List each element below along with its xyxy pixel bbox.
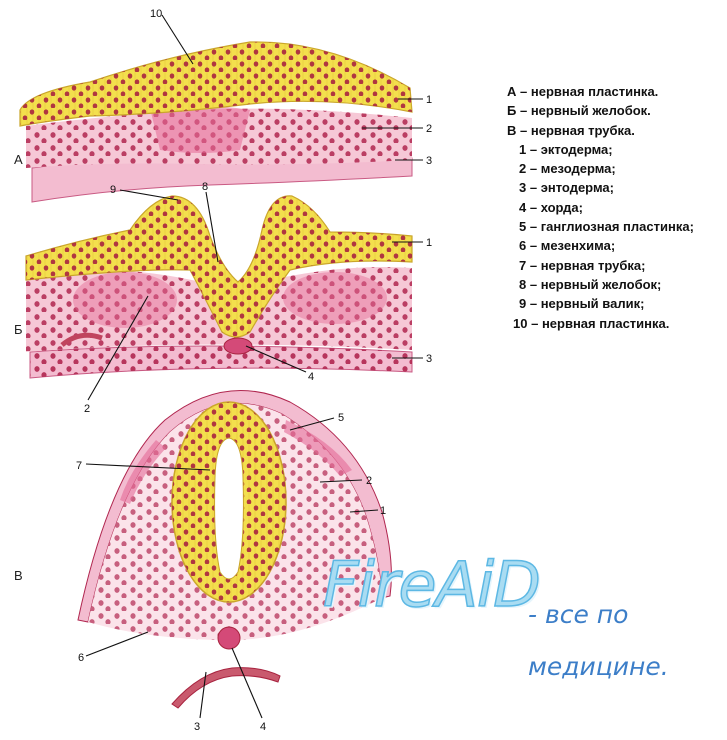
endoderm-layer-b-dots	[30, 346, 412, 378]
label-c-1: 1	[380, 505, 386, 517]
legend-row: Б – нервный желобок.	[507, 101, 694, 120]
neural-canal-c	[215, 438, 244, 579]
label-c-2: 2	[366, 475, 372, 487]
label-c-4: 4	[260, 721, 266, 733]
legend-row: 4 – хорда;	[507, 198, 694, 217]
legend-row: 3 – энтодерма;	[507, 178, 694, 197]
legend-row: 1 – эктодерма;	[507, 140, 694, 159]
section-b-neural-groove	[26, 196, 412, 378]
label-b-3: 3	[426, 353, 432, 365]
watermark-logo: FireAiD	[323, 548, 540, 621]
label-c-7: 7	[76, 460, 82, 472]
legend-row: А – нервная пластинка.	[507, 82, 694, 101]
notochord-c	[218, 627, 240, 649]
section-a-neural-plate	[20, 42, 412, 202]
label-a-10: 10	[150, 8, 162, 20]
label-b-8: 8	[202, 181, 208, 193]
section-label-a: А	[14, 152, 23, 167]
somite-left	[73, 272, 177, 328]
watermark-line1: - все по	[528, 600, 628, 629]
label-c-5: 5	[338, 412, 344, 424]
endoderm-layer-c	[172, 668, 280, 708]
watermark-line2: медицине.	[528, 652, 669, 681]
label-a-2: 2	[426, 123, 432, 135]
legend-row: 2 – мезодерма;	[507, 159, 694, 178]
label-c-6: 6	[78, 652, 84, 664]
label-b-9: 9	[110, 184, 116, 196]
legend-row: 10 – нервная пластинка.	[507, 314, 694, 333]
label-a-3: 3	[426, 155, 432, 167]
label-b-4: 4	[308, 371, 314, 383]
label-a-1: 1	[426, 94, 432, 106]
legend-row: В – нервная трубка.	[507, 121, 694, 140]
legend-row: 8 – нервный желобок;	[507, 275, 694, 294]
label-b-2: 2	[84, 403, 90, 415]
endoderm-layer-a	[32, 158, 412, 202]
label-c-3: 3	[194, 721, 200, 733]
somite-right	[283, 272, 387, 324]
section-label-b: Б	[14, 322, 23, 337]
legend-row: 5 – ганглиозная пластинка;	[507, 217, 694, 236]
legend-row: 6 – мезенхима;	[507, 236, 694, 255]
notochord-b	[224, 338, 252, 354]
legend-row: 7 – нервная трубка;	[507, 256, 694, 275]
section-label-c: В	[14, 568, 23, 583]
legend-row: 9 – нервный валик;	[507, 294, 694, 313]
legend: А – нервная пластинка. Б – нервный желоб…	[507, 82, 694, 333]
label-b-1: 1	[426, 237, 432, 249]
